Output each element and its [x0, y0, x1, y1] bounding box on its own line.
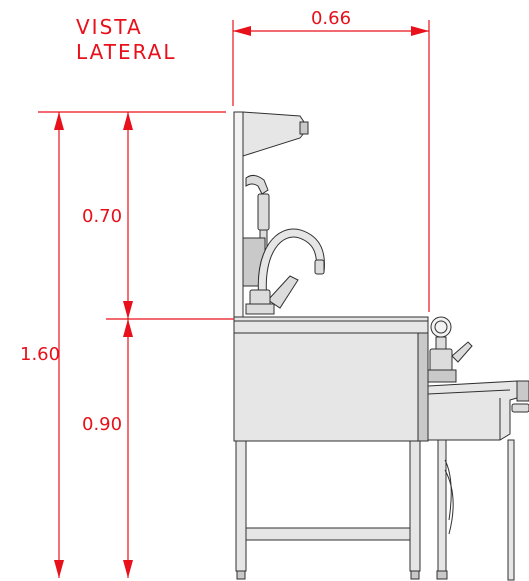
lower-height-arrow-top: [123, 319, 133, 337]
total-height-arrow-top: [54, 112, 64, 130]
dimension-total-height: 1.60: [20, 111, 226, 578]
legs: [235, 439, 515, 581]
lower-crossbar: [245, 527, 411, 541]
dimension-lower-height: 0.90: [82, 319, 133, 578]
upper-height-arrow-bottom: [123, 301, 133, 319]
equipment-side-view: [233, 111, 529, 581]
upper-height-label: 0.70: [82, 206, 122, 227]
view-title: VISTA LATERAL: [76, 15, 177, 64]
width-arrow-right: [411, 26, 429, 36]
total-height-arrow-bottom: [54, 560, 64, 578]
lower-height-arrow-bottom: [123, 560, 133, 578]
view-title-line-1: VISTA: [76, 15, 143, 39]
upper-height-arrow-top: [123, 112, 133, 130]
gauge-assembly: [427, 316, 473, 383]
dimension-width: 0.66: [232, 8, 430, 312]
overshelf-cap: [299, 121, 309, 135]
dimension-upper-height: 0.70: [82, 112, 234, 320]
overshelf: [242, 111, 309, 157]
width-label: 0.66: [311, 8, 351, 29]
sink-bowl: [427, 380, 529, 441]
cabinet-body: [233, 332, 423, 442]
countertop: [233, 316, 429, 334]
gooseneck-faucet: [245, 228, 325, 315]
lower-height-label: 0.90: [82, 414, 122, 435]
view-title-line-2: LATERAL: [76, 40, 177, 64]
total-height-label: 1.60: [20, 344, 60, 365]
width-arrow-left: [233, 26, 251, 36]
back-panel: [233, 111, 244, 319]
